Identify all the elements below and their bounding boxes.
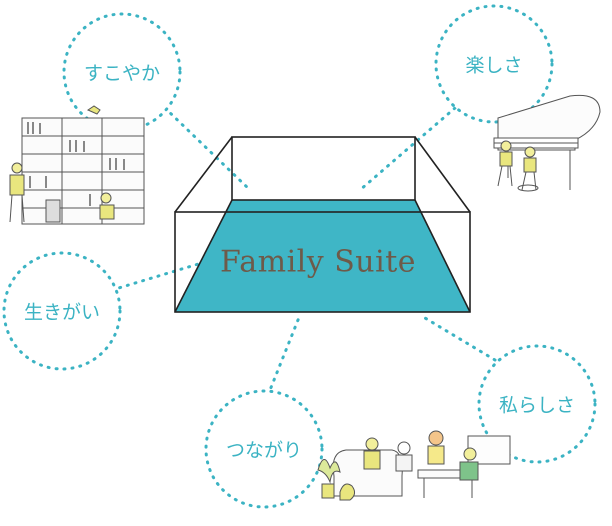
node-circle-tanoshisa	[434, 4, 554, 124]
node-label-ikigai: 生きがい	[23, 301, 101, 324]
node-circle-watashirashisa	[477, 344, 597, 464]
connector-ikigai	[110, 260, 207, 292]
connector-watashirashisa	[423, 316, 497, 362]
node-label-tanoshisa: 楽しさ	[465, 54, 523, 77]
family-suite-box	[174, 136, 471, 313]
node-label-watashirashisa: 私らしさ	[498, 394, 576, 417]
piano-playing-scene-illustration	[493, 94, 601, 192]
node-circle-tsunagari	[204, 389, 324, 509]
bookshelf-reading-scene-illustration	[9, 105, 145, 225]
family-gathering-scene-illustration	[317, 430, 511, 501]
node-label-sukoyaka: すこやか	[83, 62, 161, 85]
family-suite-title: Family Suite	[219, 244, 417, 280]
node-circle-sukoyaka	[62, 12, 182, 132]
connector-sukoyaka	[163, 106, 252, 192]
connector-tsunagari	[266, 313, 302, 397]
room-floor	[175, 200, 470, 312]
connector-tanoshisa	[358, 106, 457, 192]
node-circle-ikigai	[2, 251, 122, 371]
node-label-tsunagari: つながり	[225, 439, 303, 462]
